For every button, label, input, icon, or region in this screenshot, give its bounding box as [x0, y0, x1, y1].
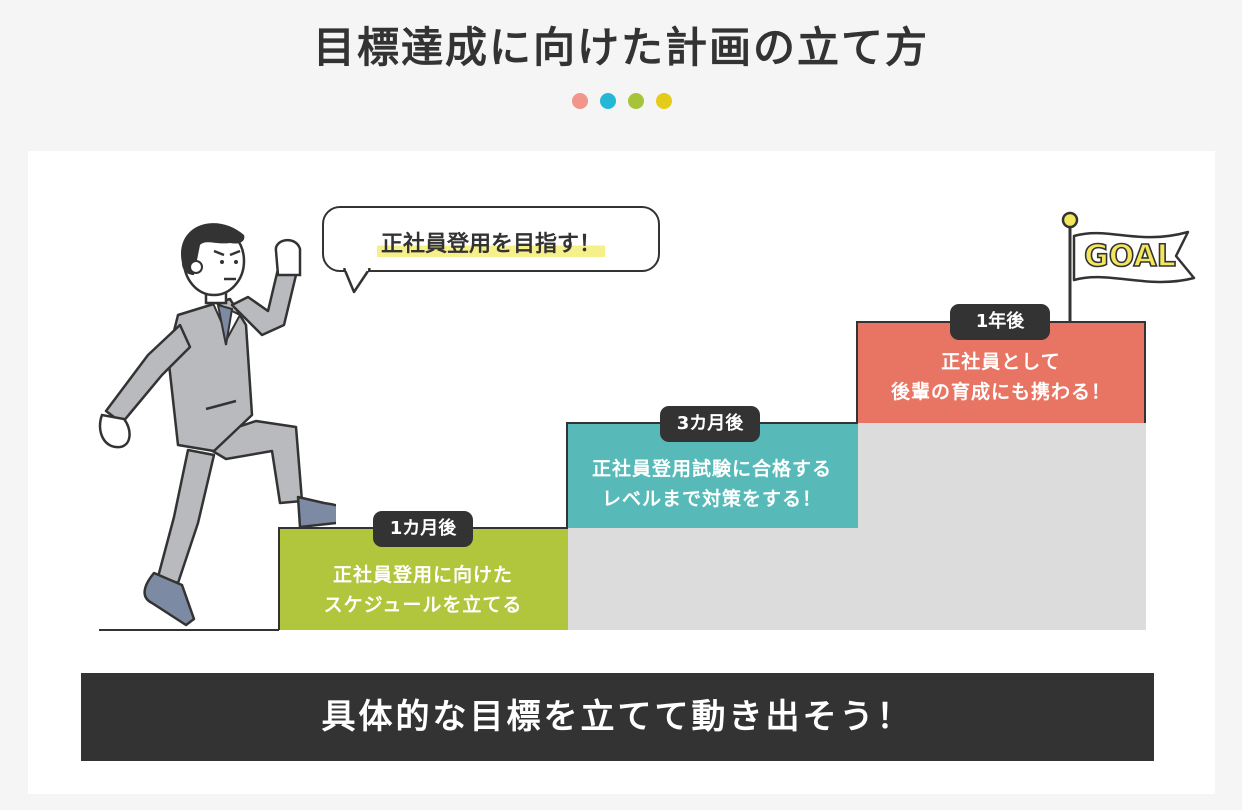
speech-bubble: 正社員登用を目指す！	[322, 206, 660, 272]
speech-bubble-tail	[342, 268, 372, 294]
dot-cyan	[600, 93, 616, 109]
dot-pink	[572, 93, 588, 109]
businessman-illustration	[98, 223, 336, 627]
speech-bubble-text: 正社員登用を目指す！	[376, 232, 605, 257]
step3-base	[856, 422, 1146, 630]
step-1-badge: 1カ月後	[373, 511, 473, 547]
decorative-dots	[572, 93, 672, 109]
ground-line	[99, 629, 279, 631]
goal-flag: GOAL	[1061, 211, 1196, 322]
step-3-label: 正社員として 後輩の育成にも携わる！	[890, 351, 1111, 403]
step-3-badge: 1年後	[950, 304, 1050, 340]
step-2-label: 正社員登用試験に合格する レベルまで対策をする！	[591, 458, 832, 510]
dot-green	[628, 93, 644, 109]
step2-base	[566, 528, 856, 630]
step-2-badge: 3カ月後	[660, 406, 760, 442]
dot-yellow	[656, 93, 672, 109]
goal-flag-text: GOAL	[1084, 239, 1176, 274]
page-title: 目標達成に向けた計画の立て方	[312, 23, 929, 72]
call-to-action-banner: 具体的な目標を立てて動き出そう！	[81, 673, 1154, 761]
step-1-label: 正社員登用に向けた スケジュールを立てる	[323, 564, 523, 616]
